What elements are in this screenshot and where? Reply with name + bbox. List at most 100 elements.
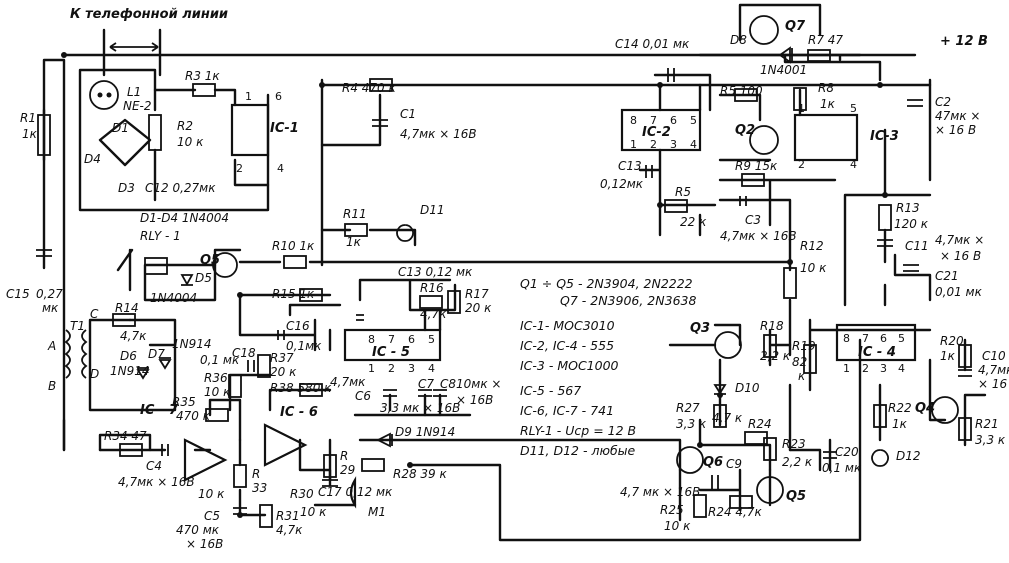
svg-text:4: 4 xyxy=(428,362,435,375)
capacitor-c11 xyxy=(877,239,893,247)
resistor-r2 xyxy=(148,114,162,151)
q7-label: Q7 xyxy=(785,19,806,34)
diode-d5 xyxy=(180,274,194,286)
c15-value: 0,27 xyxy=(36,287,63,301)
r11-label: R11 xyxy=(343,207,367,221)
transformer-t1 xyxy=(64,329,88,379)
ic2-block xyxy=(620,108,702,152)
resistor-r4 xyxy=(369,78,393,92)
r20-value: 1к xyxy=(940,349,956,363)
capacitor-c13b xyxy=(356,314,364,321)
transistor-q3 xyxy=(714,331,742,359)
ic4-block xyxy=(835,323,917,362)
resistor-r3 xyxy=(192,83,216,97)
c15-label: C15 xyxy=(6,287,30,301)
c10-value: 4,7мк xyxy=(978,363,1009,377)
resistor-r17 xyxy=(447,290,461,314)
svg-text:7: 7 xyxy=(650,114,657,127)
c17-label: C17 0,12 мк xyxy=(318,485,393,499)
r29-value: 29 xyxy=(340,463,355,477)
c20-value: 0,1 мк xyxy=(822,461,862,475)
capacitor-c16 xyxy=(277,330,285,340)
speaker-m1 xyxy=(349,476,357,509)
r2-label: R2 xyxy=(177,119,193,133)
svg-text:2: 2 xyxy=(862,362,869,375)
q4-label: Q4 xyxy=(915,401,935,416)
rly1-label: RLY - 1 xyxy=(140,229,181,243)
component-symbols xyxy=(36,15,972,528)
opamp-ic7 xyxy=(183,438,228,482)
r18-value: 2,2 к xyxy=(760,349,791,363)
d6-value: 1N914 xyxy=(110,364,150,378)
c10-value2: × 16 В xyxy=(978,377,1009,391)
r15-label: R15 1к xyxy=(272,287,315,301)
r13-value: 120 к xyxy=(894,217,929,231)
ic3-block xyxy=(793,113,859,162)
r12-value: 10 к xyxy=(800,261,827,275)
c21-label: C21 xyxy=(935,269,959,283)
r22-value: 1к xyxy=(892,417,908,431)
d5-value: 1N4004 xyxy=(150,291,197,305)
c7-label: C7 xyxy=(418,377,434,391)
c13b-label: C13 0,12 мк xyxy=(398,265,473,279)
r27-label: R27 xyxy=(676,401,700,415)
capacitor-c8 xyxy=(433,389,447,397)
resistor-r29 xyxy=(323,454,337,478)
svg-text:1: 1 xyxy=(843,362,850,375)
c1-label: C1 xyxy=(400,107,416,121)
r8-value: 1к xyxy=(820,97,836,111)
diode-d8 xyxy=(778,46,793,64)
r24a-label: R24 xyxy=(748,417,772,431)
r33-label: R xyxy=(252,467,260,481)
r30-value: 10 к xyxy=(300,505,327,519)
c14-label: C14 0,01 мк xyxy=(615,37,690,51)
capacitor-c3 xyxy=(739,196,747,206)
capacitor-c21 xyxy=(903,264,919,272)
r30-label: R30 xyxy=(290,487,314,501)
resistor-r28 xyxy=(361,458,385,472)
svg-text:8: 8 xyxy=(843,332,850,345)
q5a-label: Q5 xyxy=(200,253,220,268)
r29-label: R xyxy=(340,449,348,463)
q5b-label: Q5 xyxy=(786,489,806,504)
wiring xyxy=(42,3,987,542)
r28-label: R28 39 к xyxy=(393,467,448,481)
svg-text:3: 3 xyxy=(408,362,415,375)
note-ic5: IC-5 - 567 xyxy=(520,383,581,398)
note-ic6-ic7: IC-6, IC-7 - 741 xyxy=(520,403,614,418)
note-ic2-ic4: IC-2, IC-4 - 555 xyxy=(520,338,614,353)
note-transistors-2: Q7 - 2N3906, 2N3638 xyxy=(560,293,696,308)
svg-text:1: 1 xyxy=(245,90,252,103)
r19-value: 82 xyxy=(792,355,807,369)
d11-label: D11 xyxy=(420,203,445,217)
r25-label: R25 xyxy=(660,503,684,517)
c11-value2: × 16 В xyxy=(940,249,981,263)
r11-value: 1к xyxy=(346,235,362,249)
r21-value: 3,3 к xyxy=(975,433,1006,447)
resistor-r19 xyxy=(803,344,817,374)
svg-text:8: 8 xyxy=(368,333,375,346)
r12-label: R12 xyxy=(800,239,824,253)
r26-label: R24 4,7к xyxy=(708,505,763,519)
svg-text:5: 5 xyxy=(850,102,857,115)
t1-a: A xyxy=(47,339,56,353)
c18-value: 0,1 мк xyxy=(200,353,240,367)
r4-label: R4 470 к xyxy=(342,81,397,95)
resistor-r10 xyxy=(283,255,307,269)
l1-label: L1 xyxy=(127,85,141,99)
c6-value: 4,7мк xyxy=(330,375,366,389)
led-d11 xyxy=(396,224,414,242)
r27-value: 3,3 к xyxy=(676,417,707,431)
resistor-r34 xyxy=(119,443,143,457)
c5-value2: × 16В xyxy=(186,537,223,551)
c12-label: C12 0,27мк xyxy=(145,181,216,195)
resistor-r22 xyxy=(873,404,887,428)
capacitor-c15 xyxy=(36,249,52,257)
transistor-q4 xyxy=(931,396,959,424)
resistor-r35 xyxy=(205,408,229,422)
r16-label: R16 xyxy=(420,281,444,295)
c20-label: C20 xyxy=(835,445,859,459)
svg-text:1: 1 xyxy=(630,138,637,151)
resistor-r7 xyxy=(807,49,831,62)
